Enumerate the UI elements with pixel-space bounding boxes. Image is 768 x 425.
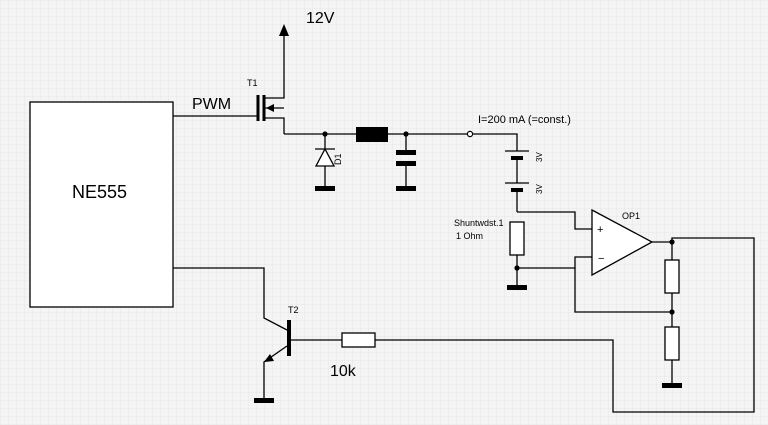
shunt-top-wire bbox=[517, 211, 592, 230]
output-capacitor bbox=[396, 134, 416, 191]
shunt-ground bbox=[507, 285, 527, 290]
pwm-label: PWM bbox=[192, 96, 231, 113]
battery-feed-wire bbox=[472, 133, 518, 151]
current-label: I=200 mA (=const.) bbox=[478, 114, 571, 126]
d1-label: D1 bbox=[333, 153, 343, 165]
shunt-name-label: Shuntwdst.1 bbox=[454, 218, 504, 228]
battery bbox=[505, 150, 529, 212]
d1-diode bbox=[314, 134, 336, 191]
shunt-value-label: 1 Ohm bbox=[456, 231, 483, 241]
shunt-resistor bbox=[509, 221, 525, 256]
output-loop-wire bbox=[375, 237, 755, 413]
ne555-block bbox=[29, 101, 174, 308]
t2-transistor bbox=[254, 320, 291, 403]
supply-label: 12V bbox=[306, 10, 335, 27]
supply-arrow bbox=[279, 24, 289, 36]
op1-minus-sign: − bbox=[598, 253, 604, 265]
feedback-ground bbox=[662, 383, 682, 388]
t2-label: T2 bbox=[288, 305, 299, 315]
battery-cell1-label: 3V bbox=[535, 152, 544, 162]
feedback-return-wire bbox=[574, 268, 672, 313]
base-resistor-label: 10k bbox=[330, 363, 357, 380]
t1-label: T1 bbox=[247, 78, 258, 88]
feedback-resistor-upper bbox=[664, 259, 680, 294]
base-resistor bbox=[341, 332, 376, 348]
ne555-control-wire bbox=[173, 267, 288, 331]
op1-plus-sign: + bbox=[597, 224, 603, 236]
ne555-label: NE555 bbox=[72, 182, 127, 202]
battery-cell2-label: 3V bbox=[535, 184, 544, 194]
inductor bbox=[356, 127, 388, 142]
current-terminal bbox=[466, 130, 474, 138]
op1-label: OP1 bbox=[622, 211, 640, 221]
feedback-resistor-lower bbox=[664, 326, 680, 361]
minus-input-wire bbox=[517, 256, 592, 269]
op1-opamp bbox=[591, 208, 654, 277]
t1-mosfet bbox=[256, 88, 285, 134]
